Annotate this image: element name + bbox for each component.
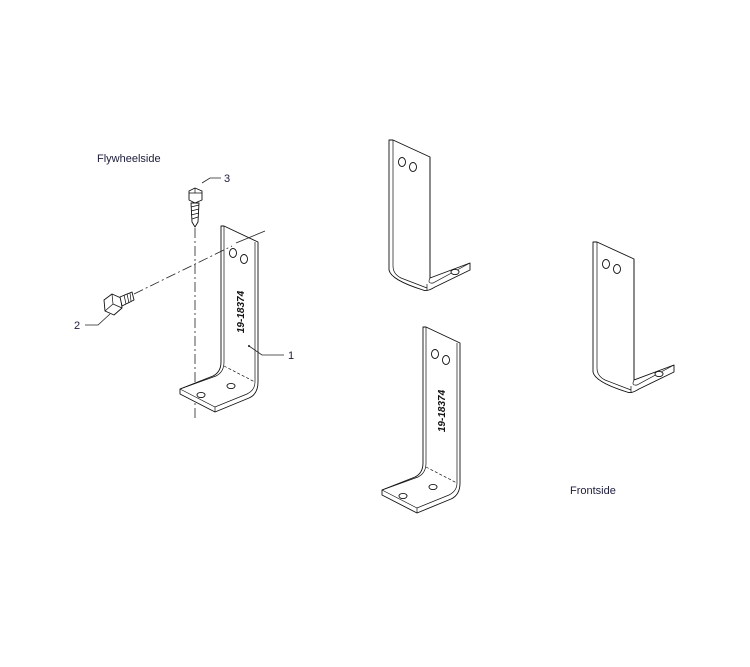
bracket-view-stamped [381,326,461,514]
bracket-view-front [592,241,675,394]
callout-1-leader [248,345,284,356]
bolt-item-2 [103,291,135,316]
flywheel-side-label: Flywheelside [97,153,161,165]
part-number-stamp-view: 19-18374 [437,389,448,432]
bolt-item-3 [188,187,203,228]
callout-2: 2 [74,320,80,332]
callout-2-leader [85,313,111,326]
part-number-stamp: 19-18374 [236,290,247,333]
callout-3: 3 [224,173,230,185]
bolt2-centerline [133,245,233,295]
front-side-label: Frontside [570,485,616,497]
bracket-view-back [388,139,471,292]
callout-1: 1 [288,350,294,362]
bolt2-axis-solid [235,230,266,244]
assembly-view: 19-18374 3 2 1 [74,173,294,418]
callout-3-leader [201,177,221,184]
